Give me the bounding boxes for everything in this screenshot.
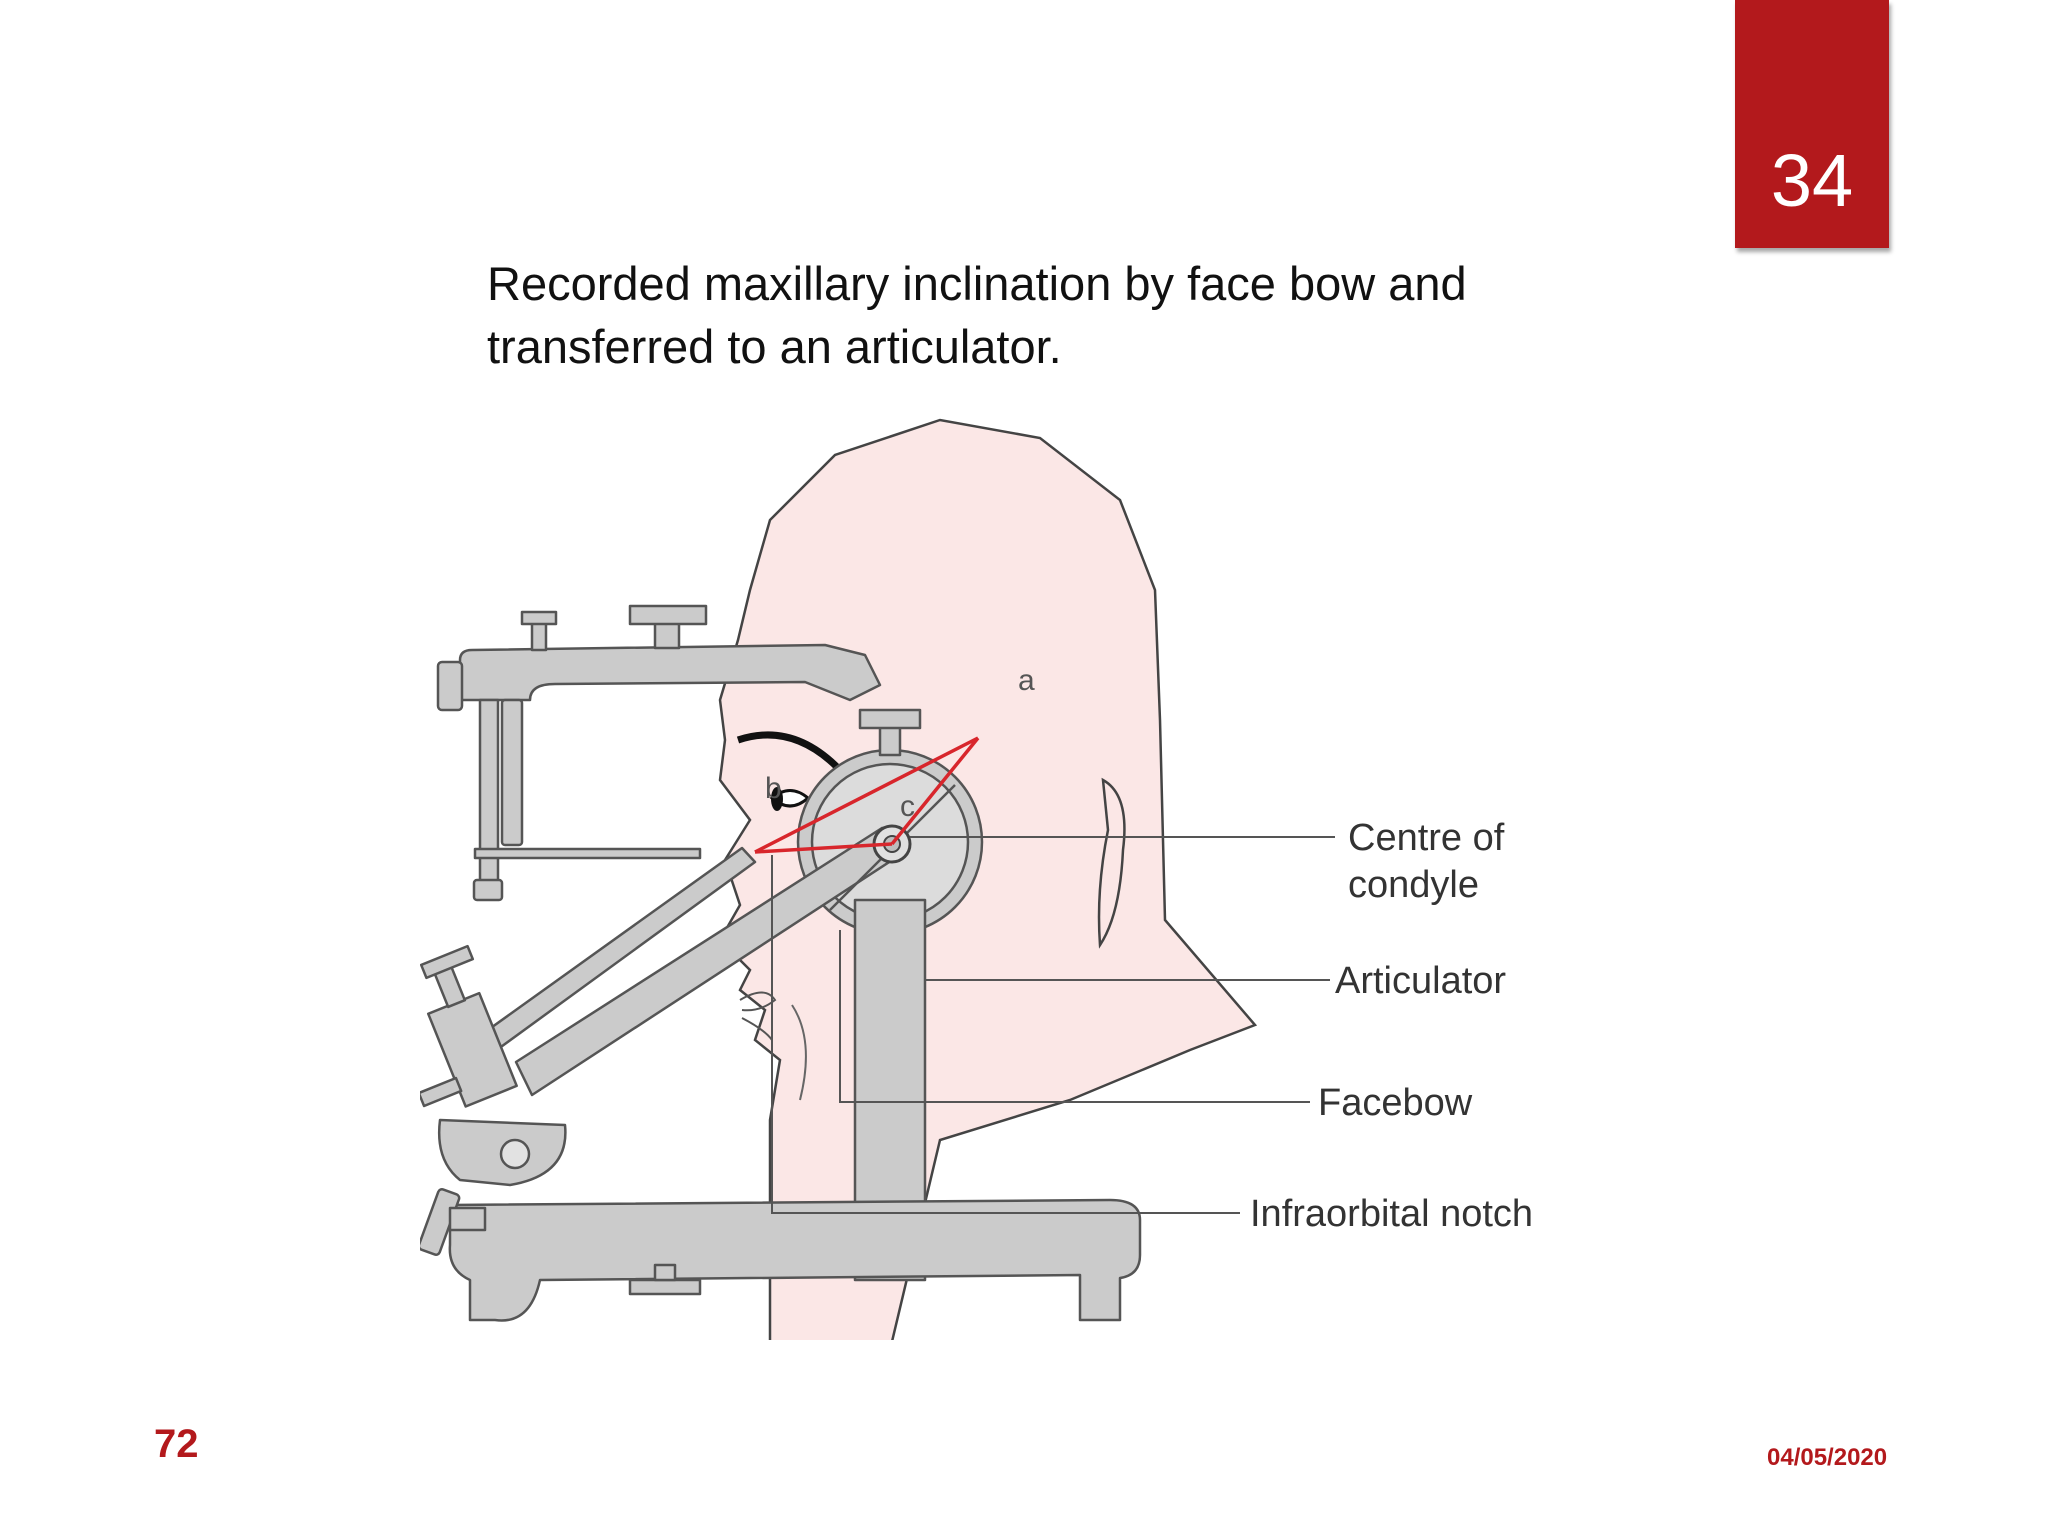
slide-caption: Recorded maxillary inclination by face b… bbox=[487, 252, 1687, 378]
triangle-side-ac bbox=[890, 736, 980, 846]
label-centre-of: Centre of bbox=[1348, 817, 1505, 859]
upper-arm-knob bbox=[436, 660, 464, 712]
articulator-device bbox=[420, 604, 1142, 1322]
eyebrow bbox=[736, 731, 841, 771]
cheek-line bbox=[791, 1004, 807, 1101]
bite-fork bbox=[473, 847, 702, 860]
caption-line-1: Recorded maxillary inclination by face b… bbox=[487, 257, 1467, 310]
page-number: 72 bbox=[154, 1422, 199, 1466]
base-left-screw bbox=[448, 1206, 487, 1232]
label-condyle: condyle bbox=[1348, 864, 1479, 906]
condylar-screw bbox=[878, 723, 902, 757]
point-label-b: b bbox=[765, 772, 782, 805]
clamp-lower-rod bbox=[420, 1076, 463, 1108]
ear bbox=[1097, 777, 1126, 949]
eye-pupil bbox=[771, 787, 783, 811]
point-label-c: c bbox=[900, 790, 915, 823]
facebow-diagram: a b c Centre of condyle Articulator Face… bbox=[420, 400, 1580, 1340]
slide-number: 34 bbox=[1770, 139, 1854, 222]
leader-lines bbox=[771, 836, 1335, 1214]
reference-triangle bbox=[754, 736, 980, 854]
clamp-screw-head bbox=[420, 944, 475, 980]
leader-infraorbital bbox=[771, 855, 1240, 1214]
label-articulator: Articulator bbox=[1335, 960, 1506, 1002]
facebow-diagram-svg: a b c Centre of condyle Articulator Face… bbox=[420, 418, 1533, 1340]
incisal-pin bbox=[478, 698, 500, 892]
base-bottom-screw-stem bbox=[653, 1263, 677, 1282]
label-infraorbital-notch: Infraorbital notch bbox=[1250, 1193, 1533, 1235]
slide-number-badge: 34 bbox=[1735, 0, 1889, 248]
label-facebow: Facebow bbox=[1318, 1082, 1473, 1124]
leader-facebow bbox=[839, 930, 1310, 1103]
upper-screw-large-head bbox=[628, 604, 708, 626]
triangle-side-ab bbox=[754, 736, 979, 854]
upper-arm bbox=[458, 643, 882, 702]
lips bbox=[739, 991, 777, 1041]
upper-screw-small-head bbox=[520, 610, 558, 626]
caption-line-2: transferred to an articulator. bbox=[487, 320, 1062, 373]
point-label-a: a bbox=[1018, 664, 1035, 697]
upper-arm-post bbox=[500, 698, 524, 847]
triangle-side-bc bbox=[754, 842, 893, 854]
base-bottom-screw bbox=[628, 1278, 702, 1296]
slide-date: 04/05/2020 bbox=[1767, 1444, 1888, 1471]
lower-cup-knob bbox=[499, 1138, 531, 1170]
incisal-pin-tip bbox=[472, 878, 504, 902]
condylar-screw-head bbox=[858, 708, 922, 730]
